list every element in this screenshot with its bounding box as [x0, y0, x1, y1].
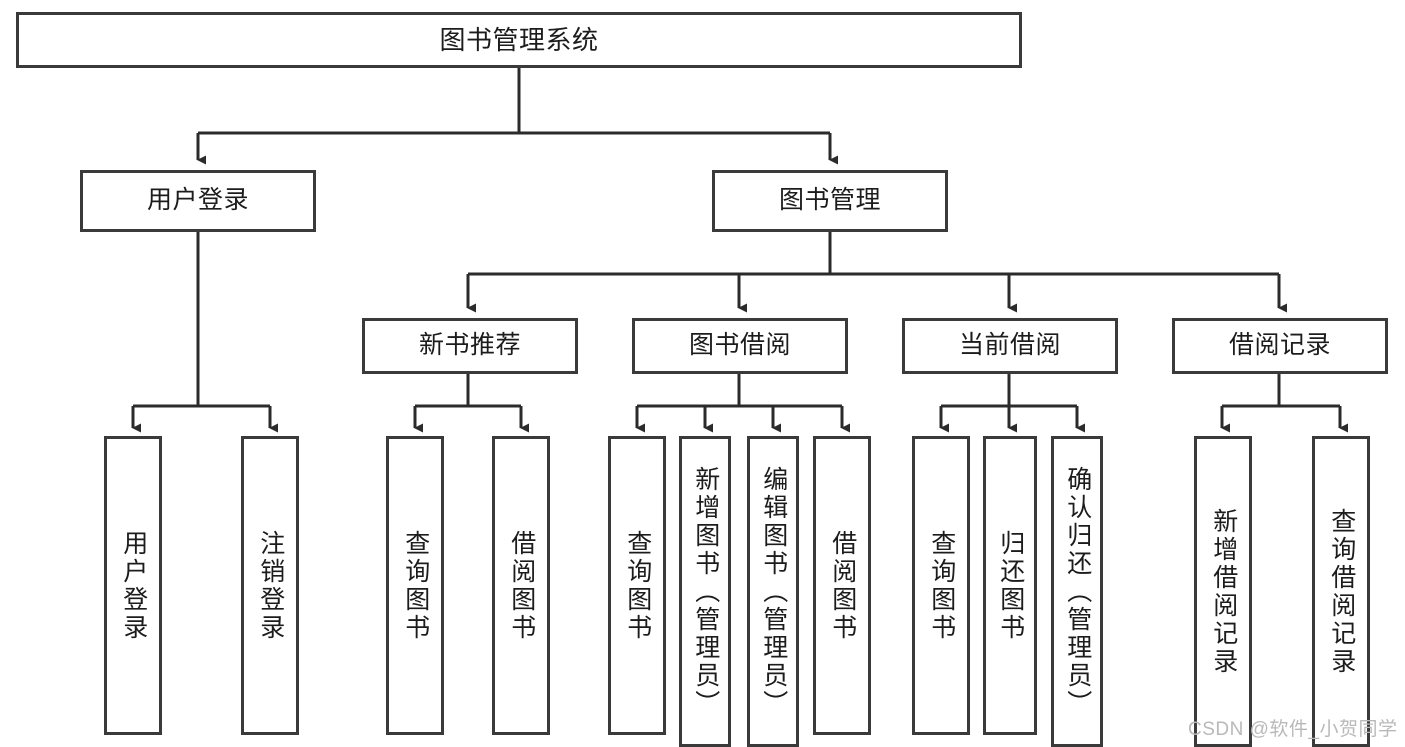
node-borrowing-records[interactable]: 借阅记录: [1172, 318, 1388, 374]
node-label: 归还图书: [996, 529, 1025, 642]
node-new-book-recommendation[interactable]: 新书推荐: [362, 318, 578, 374]
node-label: 查询借阅记录: [1327, 507, 1356, 676]
node-label: 新书推荐: [418, 331, 521, 360]
node-label: 新增借阅记录: [1209, 507, 1238, 676]
node-label: 查询图书: [623, 529, 652, 642]
node-label: 查询图书: [927, 529, 956, 642]
node-leaf-add-book-admin[interactable]: 新增图书（管理员）: [679, 436, 731, 747]
node-leaf-add-borrowing-record[interactable]: 新增借阅记录: [1194, 436, 1252, 747]
node-label: 用户登录: [146, 186, 249, 215]
node-label: 图书借阅: [688, 331, 791, 360]
node-label: 图书管理: [778, 186, 881, 215]
node-leaf-borrow-books-recommendation[interactable]: 借阅图书: [492, 436, 550, 735]
node-label: 编辑图书（管理员）: [759, 465, 788, 718]
node-leaf-logout[interactable]: 注销登录: [241, 436, 299, 735]
csdn-watermark: CSDN @软件_小贺同学: [1188, 719, 1398, 740]
node-leaf-edit-book-admin[interactable]: 编辑图书（管理员）: [747, 436, 799, 747]
node-leaf-confirm-return-admin[interactable]: 确认归还（管理员）: [1051, 436, 1103, 747]
node-leaf-query-books-borrowing[interactable]: 查询图书: [608, 436, 666, 735]
node-leaf-query-borrowing-record[interactable]: 查询借阅记录: [1312, 436, 1370, 747]
node-leaf-user-login[interactable]: 用户登录: [104, 436, 162, 735]
node-book-management[interactable]: 图书管理: [712, 170, 948, 232]
node-label: 注销登录: [256, 529, 285, 642]
node-book-borrowing[interactable]: 图书借阅: [632, 318, 848, 374]
node-label: 图书管理系统: [439, 24, 599, 55]
node-label: 用户登录: [119, 529, 148, 642]
node-current-borrowing[interactable]: 当前借阅: [902, 318, 1118, 374]
node-leaf-return-books[interactable]: 归还图书: [983, 436, 1037, 735]
node-label: 当前借阅: [958, 331, 1061, 360]
node-label: 借阅记录: [1228, 331, 1331, 360]
node-leaf-query-books-current[interactable]: 查询图书: [912, 436, 970, 735]
node-label: 借阅图书: [828, 529, 857, 642]
node-leaf-query-books-recommendation[interactable]: 查询图书: [386, 436, 444, 735]
node-root-book-management-system[interactable]: 图书管理系统: [16, 12, 1022, 68]
node-user-login[interactable]: 用户登录: [80, 170, 316, 232]
node-label: 确认归还（管理员）: [1063, 465, 1092, 718]
node-leaf-borrow-books-borrowing[interactable]: 借阅图书: [813, 436, 871, 735]
node-label: 新增图书（管理员）: [691, 465, 720, 718]
node-label: 借阅图书: [507, 529, 536, 642]
node-label: 查询图书: [401, 529, 430, 642]
